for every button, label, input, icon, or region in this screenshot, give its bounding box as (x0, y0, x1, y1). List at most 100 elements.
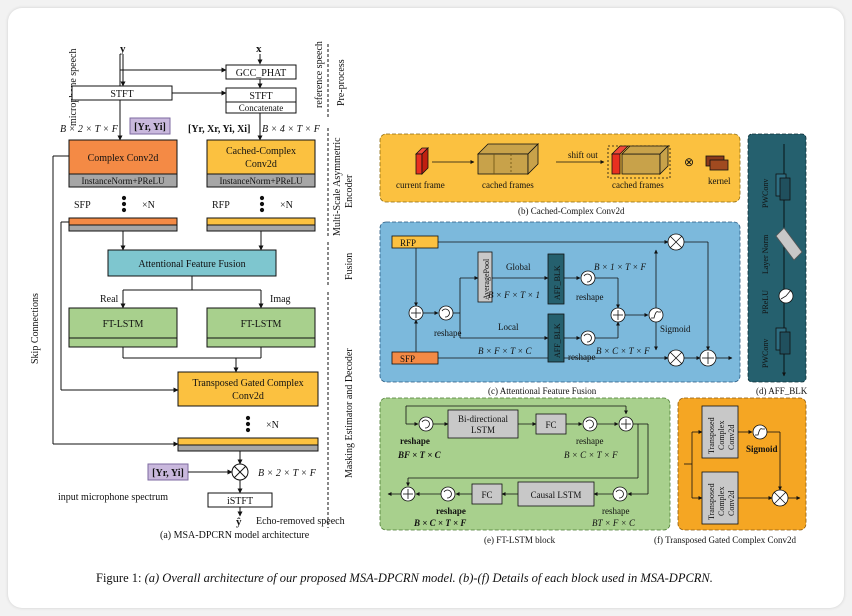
reshape-icon-e3 (612, 486, 628, 502)
skip-label: Skip Connections (30, 293, 41, 364)
panel-d: PWConv Layer Norm PReLU PWConv (d) AFF_B… (747, 133, 808, 396)
bilstm-label-2: LSTM (471, 425, 495, 435)
aff-blk-label-2: AFF_BLK (553, 323, 562, 358)
dim-e4-label: B × C × T × F (413, 518, 466, 528)
sigmoid-c-label: Sigmoid (660, 324, 691, 334)
panel-f: Transposed Complex Conv2d Transposed Com… (654, 397, 807, 545)
tconv2-label-1: Transposed (707, 483, 716, 520)
reshape-icon-e2 (582, 416, 598, 432)
tgconv-box (177, 371, 319, 407)
panel-e: reshape BF × T × C Bi-directional LSTM F… (379, 397, 671, 545)
tgconv-label-2: Conv2d (232, 391, 264, 402)
shift-out-label: shift out (568, 150, 598, 160)
dim1-label: B × 2 × T × F (60, 124, 119, 135)
causal-lstm-label: Causal LSTM (531, 490, 582, 500)
conv-otimes-icon: ⊗ (684, 155, 694, 169)
fc1-label: FC (545, 420, 556, 430)
dim-l-label: B × F × T × C (478, 346, 533, 356)
fc2-label: FC (481, 490, 492, 500)
sigmoid-icon-c (648, 307, 664, 323)
gcc-phat-label: GCC_PHAT (236, 68, 287, 79)
figure-caption: Figure 1: (a) Overall architecture of ou… (96, 571, 713, 585)
sigmoid-icon-f (752, 424, 768, 440)
sfp-c-label: SFP (400, 354, 415, 364)
panel-a: y x microphone speech reference speech S… (30, 41, 355, 541)
complex-conv-box (68, 139, 178, 175)
panel-d-caption: (d) AFF_BLK (756, 386, 808, 396)
reshape-e2-label: reshape (576, 436, 603, 446)
caption-text: (a) Overall architecture of our proposed… (145, 571, 713, 585)
rfp-bar (206, 217, 316, 226)
bilstm-label-1: Bi-directional (458, 414, 508, 424)
figure-card: y x microphone speech reference speech S… (8, 8, 844, 608)
bilstm-box (447, 409, 519, 439)
concatenate-box (225, 101, 297, 114)
imag-label: Imag (270, 294, 291, 305)
reshape-e4-label: reshape (436, 506, 466, 516)
sfp-bar (68, 217, 178, 226)
tconv2-box (701, 471, 739, 525)
fusion-label: Fusion (344, 253, 355, 280)
ref-speech-label: reference speech (314, 41, 325, 108)
decoder-bar (177, 437, 319, 446)
echo-label: Echo-removed speech (256, 516, 345, 527)
xn-label-3: ×N (266, 420, 279, 431)
aff-blk-label-1: AFF_BLK (553, 265, 562, 300)
input-spectrum-label: input microphone spectrum (58, 492, 168, 503)
encoder-label-2: Encoder (344, 174, 355, 208)
real-label: Real (100, 294, 119, 305)
reshape-c1-label: reshape (434, 328, 461, 338)
reshape-icon-c3 (580, 330, 596, 346)
layernorm-label: Layer Norm (761, 234, 770, 274)
stft2-label: STFT (249, 91, 272, 102)
reshape-icon-e4 (440, 486, 456, 502)
panel-c-caption: (c) Attentional Feature Fusion (488, 386, 597, 396)
panel-b: current frame cached frames shift out ca… (379, 133, 741, 216)
tgconv-label-1: Transposed Gated Complex (192, 378, 303, 389)
ftlstm-imag-label: FT-LSTM (241, 319, 282, 330)
in3-label: [Yr, Yi] (152, 468, 184, 479)
tconv1-label-3: Conv2d (727, 425, 736, 450)
reshape-icon-c2 (580, 270, 596, 286)
pwconv2-label: PWConv (761, 339, 770, 368)
dim-e3-label: BT × F × C (592, 518, 636, 528)
sfp-label: SFP (74, 200, 91, 211)
caption-prefix: Figure 1: (96, 571, 145, 585)
cached-frames2-label: cached frames (612, 180, 664, 190)
in1-box (129, 117, 171, 135)
aff-label: Attentional Feature Fusion (138, 259, 245, 270)
inorm2-label: InstanceNorm+PReLU (219, 176, 303, 186)
pwconv1-label: PWConv (761, 179, 770, 208)
panel-f-caption: (f) Transposed Gated Complex Conv2d (654, 535, 796, 545)
dim-lr-label: B × C × T × F (596, 346, 650, 356)
panel-e-caption: (e) FT-LSTM block (484, 535, 556, 545)
rfp-label: RFP (212, 200, 230, 211)
istft-label: iSTFT (227, 496, 253, 507)
panel-a-caption: (a) MSA-DPCRN model architecture (160, 530, 310, 541)
dim-gr-label: B × 1 × T × F (594, 262, 647, 272)
inorm1-label: InstanceNorm+PReLU (81, 176, 165, 186)
panel-b-caption: (b) Cached-Complex Conv2d (518, 206, 625, 216)
cached-conv-label-1: Cached-Complex (226, 146, 296, 157)
tconv1-label-1: Transposed (707, 417, 716, 454)
tconv1-label-2: Complex (717, 421, 726, 450)
in2-label: [Yr, Xr, Yi, Xi] (188, 124, 250, 135)
prelu-label: PReLU (761, 290, 770, 314)
tconv1-box (701, 405, 739, 459)
panel-d-box (747, 133, 807, 383)
complex-conv-label: Complex Conv2d (88, 153, 159, 164)
mic-input-label: y (120, 43, 126, 55)
dim-g-label: B × F × T × 1 (488, 290, 540, 300)
encoder-label-1: Multi-Scale Asymmetric (332, 137, 343, 236)
preprocess-label: Pre-process (336, 59, 347, 106)
inorm2-box (206, 173, 316, 188)
xn-label-2: ×N (280, 200, 293, 211)
panel-f-box (677, 397, 807, 531)
diagram-canvas: y x microphone speech reference speech S… (30, 41, 808, 585)
aff-blk-box-1 (547, 253, 565, 305)
avgpool-label: AveragePool (482, 258, 491, 300)
rfp-c-label: RFP (400, 238, 416, 248)
mask-label: Masking Estimator and Decoder (344, 348, 355, 478)
reshape-icon-e1 (418, 416, 434, 432)
concatenate-label: Concatenate (239, 103, 283, 113)
